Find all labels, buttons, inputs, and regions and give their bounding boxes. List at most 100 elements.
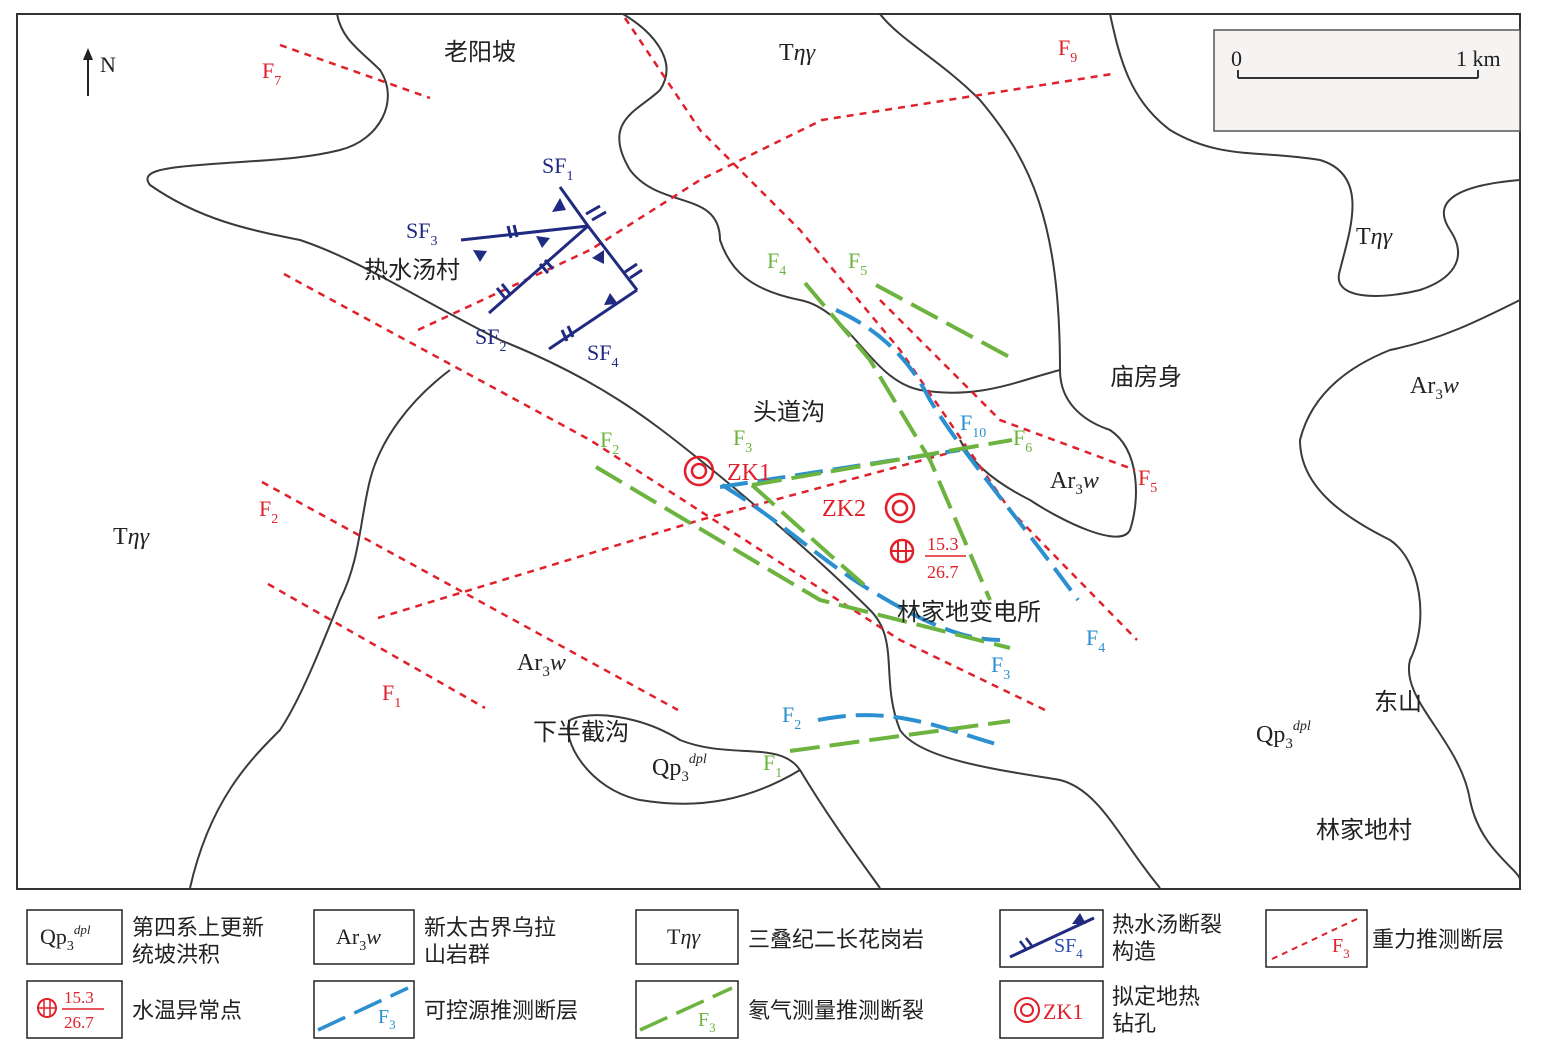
label-radon-f4: F4 — [767, 248, 786, 279]
place-linjiadi-village: 林家地村 — [1316, 816, 1412, 844]
legend-qp-desc-1: 第四系上更新 — [132, 916, 264, 941]
north-arrow: N — [83, 48, 116, 96]
unit-arw-east: Ar3w — [1410, 373, 1459, 403]
boundary-ne — [879, 13, 1137, 538]
label-csamt-f10: F10 — [960, 410, 986, 441]
place-toudaogou: 头道沟 — [753, 398, 825, 426]
radon-fault-labels: F4 F5 F6 F3 F2 F1 — [600, 248, 1032, 781]
legend-arw-desc-2: 山岩群 — [424, 943, 490, 968]
borehole-zk1-inner-icon — [690, 462, 708, 480]
gravity-fault-f5 — [879, 299, 1136, 472]
water-temp-anomaly: 15.3 26.7 — [889, 534, 966, 582]
unit-qp-east: Qp3dpl — [1256, 719, 1311, 752]
legend-arw-symbol: Ar3w — [336, 924, 381, 954]
place-miaofangshen: 庙房身 — [1110, 363, 1182, 391]
legend-zk-inner-icon — [1020, 1003, 1034, 1017]
geologic-boundaries — [146, 13, 1521, 889]
label-gravity-f1: F1 — [382, 680, 401, 711]
radon-fault-f1 — [789, 719, 1011, 753]
scale-bar-box — [1213, 29, 1521, 132]
legend-arw-box — [313, 909, 415, 965]
legend-zk-box — [999, 980, 1104, 1039]
sf4-fault — [548, 288, 638, 351]
place-labels: 老阳坡 热水汤村 头道沟 庙房身 林家地变电所 下半截沟 东山 林家地村 — [364, 38, 1422, 844]
borehole-zk2-inner-icon — [891, 499, 909, 517]
radon-fault-f3 — [750, 483, 872, 592]
place-laoyangpo: 老阳坡 — [444, 38, 516, 66]
label-radon-f3: F3 — [733, 425, 752, 456]
label-radon-f1: F1 — [763, 750, 782, 781]
label-sf4: SF4 — [587, 340, 618, 371]
label-radon-f6: F6 — [1013, 425, 1032, 456]
label-csamt-f3: F3 — [991, 652, 1010, 683]
boundary-southwest — [189, 369, 451, 889]
radon-fault-f2 — [594, 465, 1011, 650]
label-csamt-f4: F4 — [1086, 625, 1105, 656]
boundary-north-lobe — [618, 13, 1061, 394]
legend-zk-label: ZK1 — [1043, 999, 1083, 1024]
legend-gravity-desc: 重力推测断层 — [1372, 928, 1504, 953]
borehole-zk2-outer-icon — [884, 492, 916, 524]
unit-tng-west: Tηγ — [113, 524, 150, 550]
legend-zk-desc-1: 拟定地热 — [1112, 985, 1200, 1010]
label-gravity-f2: F2 — [259, 496, 278, 527]
reshuitang-fault-labels: SF1 SF3 SF2 SF4 — [406, 153, 618, 371]
gravity-fault-f7 — [279, 43, 431, 100]
label-radon-f2: F2 — [600, 427, 619, 458]
label-sf1: SF1 — [542, 153, 573, 184]
legend-anomaly-top: 15.3 — [64, 988, 94, 1007]
label-gravity-f7: F7 — [262, 58, 281, 89]
legend-tng-desc: 三叠纪二长花岗岩 — [748, 928, 924, 953]
sf2-fault — [488, 224, 589, 315]
legend-zk-desc-2: 钻孔 — [1112, 1012, 1156, 1037]
sf-arrow — [552, 198, 566, 212]
unit-arw-center: Ar3w — [1050, 468, 1099, 498]
legend-sf-desc-2: 构造 — [1112, 940, 1156, 965]
gravity-fault-f2 — [261, 480, 679, 712]
label-radon-f5: F5 — [848, 248, 867, 279]
legend-radon-desc: 氡气测量推测断裂 — [748, 999, 924, 1024]
csamt-fault-f2 — [817, 713, 1001, 747]
legend-tng-box — [635, 909, 739, 965]
sf-arrow — [473, 250, 487, 262]
legend-arw-desc-1: 新太古界乌拉 — [424, 916, 556, 941]
radon-fault-f6 — [751, 438, 1013, 487]
sf-ticks — [495, 204, 643, 342]
legend-radon-box — [635, 980, 739, 1039]
unit-tng-east: Tηγ — [1356, 224, 1393, 250]
sf-arrow — [604, 293, 618, 305]
legend-radon-label: F3 — [698, 1009, 716, 1035]
legend-gravity-label: F3 — [1332, 935, 1350, 961]
legend-zk-outer-icon — [1014, 997, 1040, 1023]
legend-qp-box — [26, 909, 123, 965]
scale-max: 1 km — [1456, 46, 1501, 71]
boundary-west-loop — [146, 13, 1161, 889]
legend-sf-arrow — [1072, 913, 1086, 924]
boundary-southeast — [1298, 299, 1521, 881]
legend-sf-label: SF4 — [1054, 935, 1083, 961]
label-sf2: SF2 — [475, 324, 506, 355]
label-gravity-f5: F5 — [1138, 465, 1157, 496]
sf-arrow — [536, 236, 550, 248]
radon-faults — [594, 281, 1016, 753]
gravity-fault-labels: F7 F9 F5 F2 F1 — [259, 35, 1157, 711]
scale-bar: 0 1 km — [1213, 29, 1521, 132]
place-xiabanjiegou: 下半截沟 — [533, 718, 629, 746]
radon-fault-f4 — [803, 281, 992, 601]
reshuitang-faults — [460, 186, 643, 351]
legend-sf-line — [1009, 916, 1095, 959]
unit-qp-south: Qp3dpl — [652, 752, 707, 785]
boundary-east — [1109, 13, 1521, 297]
borehole-zk1-outer-icon — [683, 455, 715, 487]
radon-fault-f5 — [875, 283, 1016, 362]
legend-tng-symbol: Tηγ — [667, 924, 701, 949]
legend-gravity-line — [1271, 916, 1362, 960]
sf-arrows — [473, 198, 618, 305]
legend-radon-line — [639, 986, 733, 1032]
legend-anomaly-desc: 水温异常点 — [132, 999, 242, 1024]
gravity-fault-north — [623, 17, 1138, 641]
anomaly-top: 15.3 — [927, 534, 959, 554]
legend-anomaly-bottom: 26.7 — [64, 1013, 94, 1032]
north-label: N — [100, 52, 116, 77]
